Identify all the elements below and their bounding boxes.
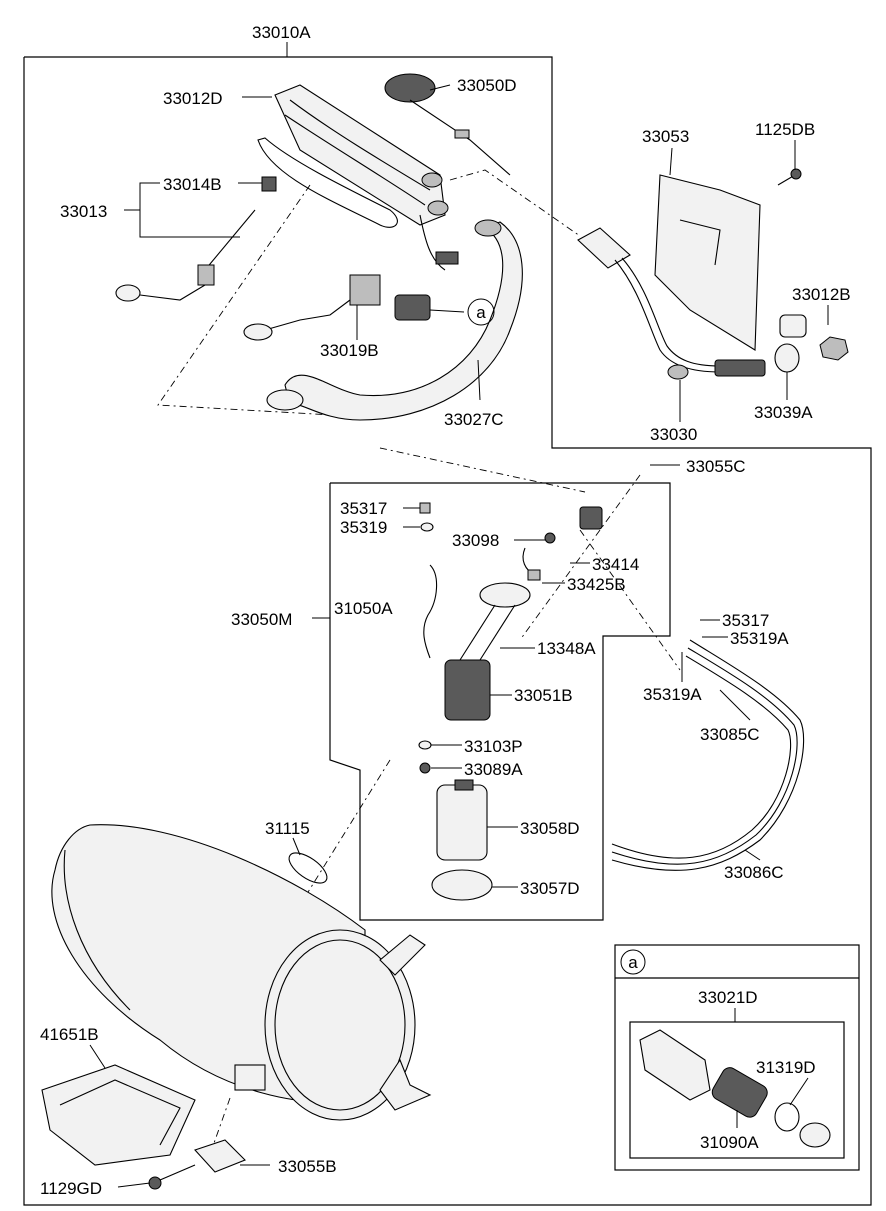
- label-33030: 33030: [650, 425, 697, 444]
- label-33053: 33053: [642, 127, 689, 146]
- label-33414: 33414: [592, 555, 639, 574]
- bolt-1125DB: [777, 168, 802, 186]
- pump-module-frame-33050M: [329, 482, 671, 921]
- label-33055C: 33055C: [686, 457, 746, 476]
- part-labels: 33010A 33012D 33050D 33013 33014B 33019B…: [40, 23, 851, 1198]
- label-35319A-lower: 35319A: [643, 685, 702, 704]
- detail-a-frame: [614, 944, 860, 1171]
- fuel-tank-upper-pipe: [274, 84, 459, 271]
- callout-a-main: a: [467, 298, 495, 326]
- label-33013: 33013: [60, 202, 107, 221]
- cap-33012B: [774, 314, 849, 373]
- label-33010A: 33010A: [252, 23, 311, 42]
- label-33050D: 33050D: [457, 76, 517, 95]
- callout-a-box: a: [620, 949, 646, 975]
- pump-module-parts: [418, 502, 603, 901]
- label-31090A: 31090A: [700, 1133, 759, 1152]
- label-31115: 31115: [265, 819, 310, 838]
- label-33051B: 33051B: [514, 686, 573, 705]
- label-33086C: 33086C: [724, 863, 784, 882]
- sender-33014B: [115, 176, 277, 302]
- label-33019B: 33019B: [320, 341, 379, 360]
- callout-a-main-text: a: [476, 303, 486, 322]
- label-33055B: 33055B: [278, 1157, 337, 1176]
- label-35317-top: 35317: [340, 499, 387, 518]
- label-33014B: 33014B: [163, 175, 222, 194]
- fuel-lines-33085C-33086C: [611, 639, 805, 871]
- label-33425B: 33425B: [567, 575, 626, 594]
- tank-gasket-33013: [257, 137, 398, 228]
- label-31050A: 31050A: [334, 599, 393, 618]
- label-31319D: 31319D: [756, 1058, 816, 1077]
- label-33103P: 33103P: [464, 737, 523, 756]
- fuel-tank: [51, 824, 432, 1121]
- heat-shield-33053: [654, 174, 761, 351]
- callout-a-box-text: a: [628, 953, 638, 972]
- label-1129GD: 1129GD: [40, 1179, 102, 1198]
- label-33057D: 33057D: [520, 879, 580, 898]
- filler-hose-33027C: [266, 219, 523, 421]
- filter-parts-detail: [639, 1029, 831, 1148]
- fuel-cap-33050D: [384, 73, 511, 176]
- assembly-frame-33010A: [23, 56, 872, 1206]
- label-1125DB: 1125DB: [755, 120, 815, 139]
- skid-plate-41651B: [41, 1064, 196, 1166]
- label-33012B: 33012B: [792, 285, 851, 304]
- sender-33019B: [243, 274, 431, 341]
- label-33027C: 33027C: [444, 410, 504, 429]
- label-35317-right: 35317: [722, 611, 769, 630]
- canister-tube-33030: [577, 227, 766, 380]
- gasket-31115: [288, 852, 328, 884]
- label-33050M: 33050M: [231, 610, 292, 629]
- bracket-33055B: [148, 1139, 246, 1190]
- label-33085C: 33085C: [700, 725, 760, 744]
- leader-lines: [89, 42, 829, 1188]
- label-33021D: 33021D: [698, 988, 758, 1007]
- label-33039A: 33039A: [754, 403, 813, 422]
- label-33089A: 33089A: [464, 760, 523, 779]
- label-33058D: 33058D: [520, 819, 580, 838]
- label-41651B: 41651B: [40, 1025, 99, 1044]
- label-33098: 33098: [452, 531, 499, 550]
- label-33012D: 33012D: [163, 89, 223, 108]
- label-13348A: 13348A: [537, 639, 596, 658]
- label-35319: 35319: [340, 518, 387, 537]
- label-35319A-upper: 35319A: [730, 629, 789, 648]
